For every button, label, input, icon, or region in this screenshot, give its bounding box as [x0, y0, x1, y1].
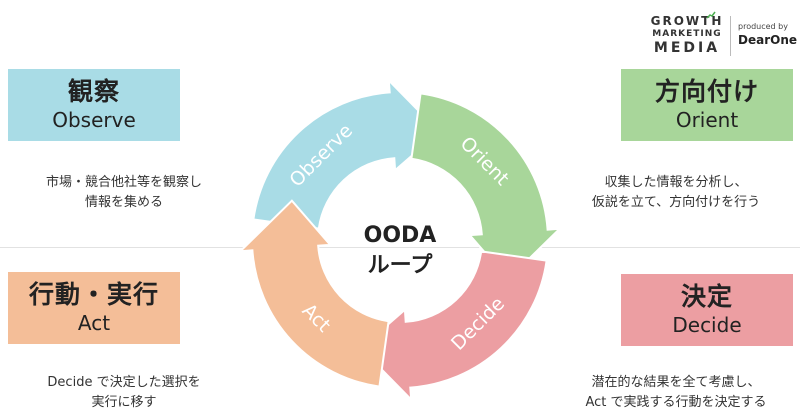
phase-title-en: Observe: [52, 108, 136, 132]
logo-line-3: MEDIA: [653, 40, 721, 56]
description-line: 潜在的な結果を全て考慮し、: [591, 375, 761, 390]
cycle-arrow-orient: [410, 92, 563, 281]
phase-title-jp: 方向付け: [654, 77, 759, 106]
cycle-arrow-act: [237, 199, 390, 388]
growth-arrow-icon: [706, 11, 716, 19]
logo-brand: DearOne: [738, 33, 797, 47]
section-divider: [0, 247, 800, 248]
cycle-arrow-observe: [252, 77, 441, 230]
description-line: 収集した情報を分析し、: [604, 175, 748, 190]
phase-box-act: 行動・実行 Act: [8, 272, 180, 344]
phase-title-jp: 行動・実行: [28, 280, 159, 309]
phase-box-decide: 決定 Decide: [621, 274, 793, 346]
logo-line-1: GROWTH: [650, 14, 724, 28]
phase-title-jp: 決定: [680, 282, 733, 311]
description-line: 仮説を立て、方向付けを行う: [591, 195, 761, 210]
phase-title-en: Act: [77, 311, 111, 335]
brand-logo: GROWTH MARKETING MEDIA produced by DearO…: [648, 11, 797, 58]
description-line: 実行に移す: [91, 395, 157, 410]
phase-title-en: Orient: [675, 108, 739, 132]
logo-produced-by: produced by: [738, 22, 788, 31]
description-line: Decide で決定した選択を: [47, 375, 201, 390]
center-title: OODA: [364, 223, 437, 248]
phase-description-act: Decide で決定した選択を 実行に移す: [4, 373, 244, 413]
phase-title-jp: 観察: [67, 77, 120, 106]
phase-box-orient: 方向付け Orient: [621, 69, 793, 141]
phase-description-decide: 潜在的な結果を全て考慮し、 Act で実践する行動を決定する: [556, 373, 796, 413]
phase-description-orient: 収集した情報を分析し、 仮説を立て、方向付けを行う: [556, 173, 796, 213]
logo-separator: [730, 16, 731, 56]
cycle-arrow-decide: [359, 250, 548, 403]
phase-box-observe: 観察 Observe: [8, 69, 180, 141]
description-line: 情報を集める: [84, 195, 163, 210]
description-line: 市場・競合他社等を観察し: [45, 175, 202, 190]
logo-line-2: MARKETING: [652, 29, 722, 39]
center-subtitle: ループ: [368, 253, 434, 278]
phase-title-en: Decide: [672, 313, 742, 337]
description-line: Act で実践する行動を決定する: [585, 395, 767, 410]
phase-description-observe: 市場・競合他社等を観察し 情報を集める: [4, 173, 244, 213]
